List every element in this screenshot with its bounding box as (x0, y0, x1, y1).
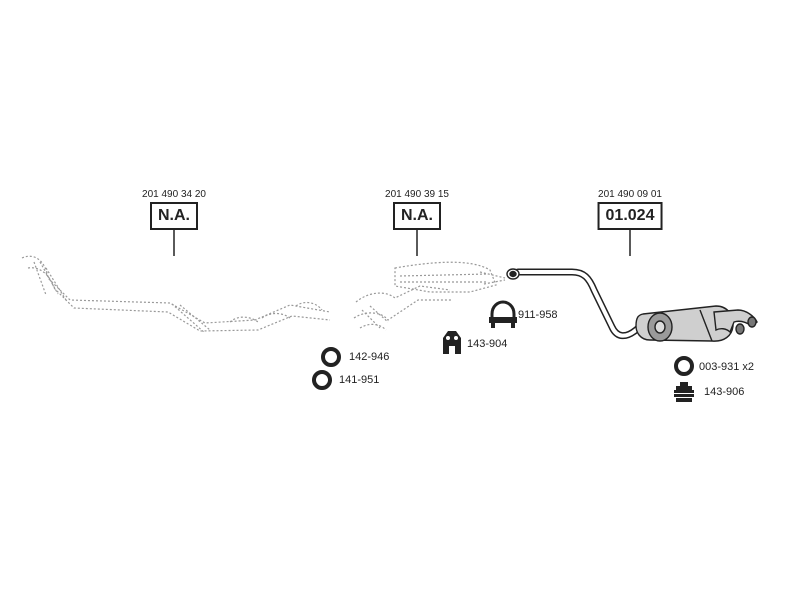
front-pipe-outline (21, 255, 331, 334)
clamp-icon (489, 300, 517, 328)
part-number-gasket-2[interactable]: 141-951 (339, 374, 380, 386)
middle-section-outline (353, 261, 506, 331)
part-number-gasket-3[interactable]: 003-931 x2 (699, 361, 755, 373)
oem-number-2: 201 490 39 15 (385, 189, 449, 200)
part-number-rubber-mount[interactable]: 143-906 (704, 386, 745, 398)
oem-number-1: 201 490 34 20 (142, 189, 206, 200)
oem-number-3: 201 490 09 01 (598, 189, 662, 200)
part-number-hanger[interactable]: 143-904 (467, 338, 508, 350)
ring-gasket-icon (312, 347, 694, 390)
hanger-bracket-icon (443, 331, 461, 354)
part-code-box-3[interactable]: 01.024 (597, 202, 663, 230)
rear-silencer-assembly (506, 268, 758, 342)
part-number-clamp[interactable]: 911-958 (518, 309, 558, 321)
rubber-mount-icon (674, 382, 694, 402)
part-number-gasket-1[interactable]: 142-946 (349, 351, 390, 363)
part-code-box-2[interactable]: N.A. (393, 202, 441, 230)
part-code-box-1[interactable]: N.A. (150, 202, 198, 230)
